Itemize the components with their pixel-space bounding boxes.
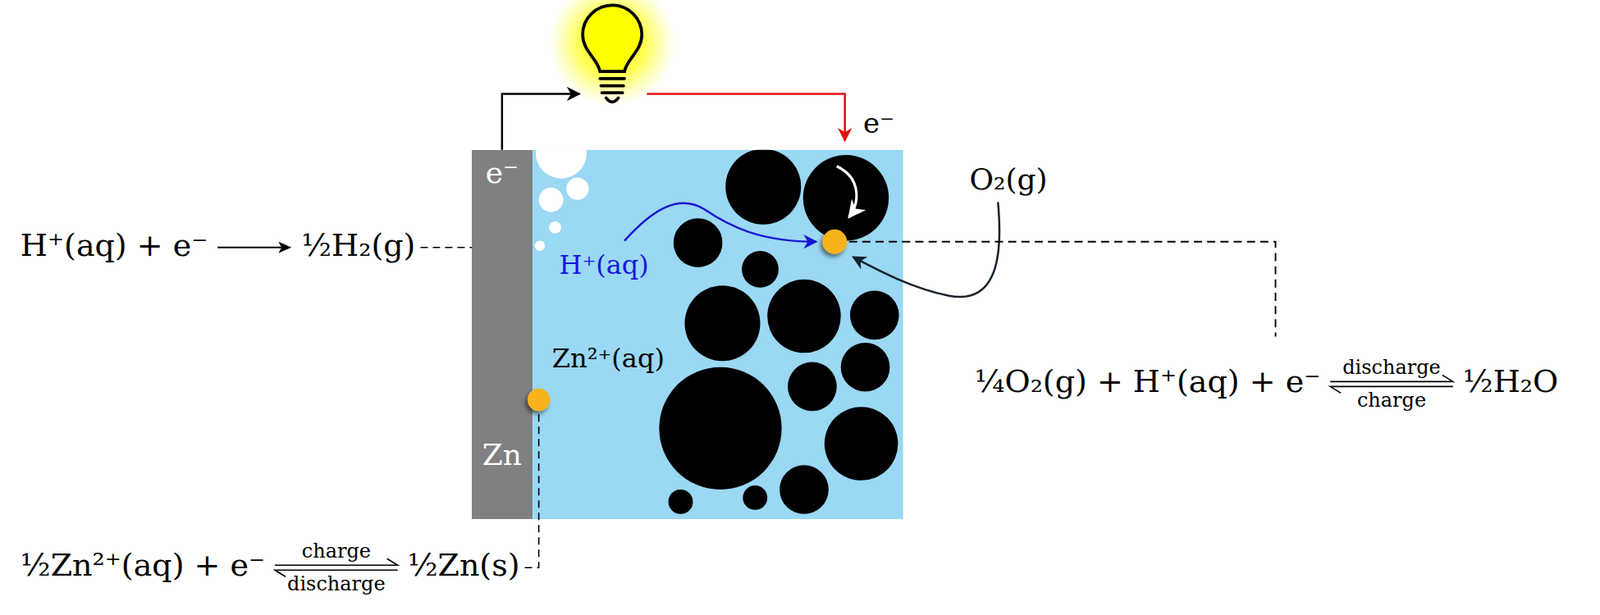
gas-label: O₂(g) — [969, 163, 1047, 197]
hydrogen-bubbles — [534, 150, 590, 252]
ion-label: Zn²⁺(aq) — [552, 344, 665, 374]
equation-term: discharge — [1342, 356, 1441, 379]
equation-term: charge — [1357, 389, 1427, 412]
oxygen-path — [853, 201, 1000, 298]
equation-term: discharge — [287, 573, 386, 595]
equation-term: ¼O₂(g) + H⁺(aq) + e⁻ — [974, 365, 1322, 400]
equation-term: ½H₂(g) — [301, 228, 416, 264]
electrolyte — [532, 150, 903, 520]
electrode-label: Zn — [482, 438, 522, 472]
electron-label: e⁻ — [485, 156, 519, 190]
wire — [646, 93, 845, 141]
equation-term: ½H₂O — [1462, 365, 1559, 400]
electron-label: e⁻ — [863, 108, 895, 139]
light-bulb — [582, 4, 642, 102]
equation-term: ½Zn²⁺(aq) + e⁻ — [20, 548, 266, 584]
wire — [502, 93, 581, 150]
carbon-particles — [658, 150, 899, 515]
reaction-arrow — [217, 246, 284, 249]
ion-label: H⁺(aq) — [559, 251, 650, 280]
leader-line — [849, 242, 1276, 338]
bulb-glow — [548, 0, 676, 106]
arrow-head — [278, 242, 292, 254]
zinc-electrode: e⁻ Zn — [471, 150, 534, 520]
electron-arrow — [836, 166, 857, 218]
equation-term: ½Zn(s) — [407, 548, 521, 584]
equation-term: charge — [301, 540, 371, 563]
reaction-site — [527, 388, 550, 412]
reaction-site — [822, 229, 847, 255]
equation-term: H⁺(aq) + e⁻ — [20, 228, 208, 264]
proton-path — [624, 203, 817, 243]
